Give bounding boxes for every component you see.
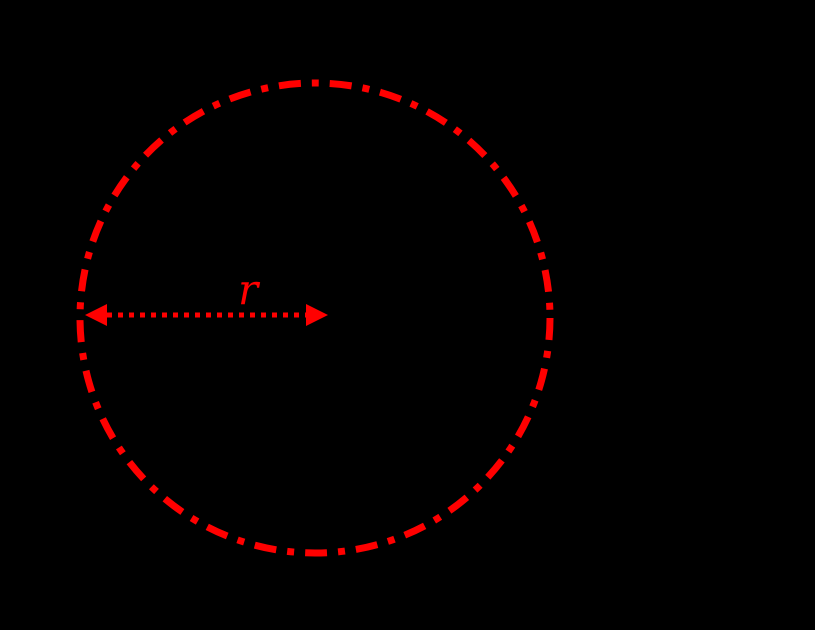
radius-label: r bbox=[238, 265, 261, 314]
arrowhead-right-icon bbox=[306, 304, 328, 326]
arrowhead-left-icon bbox=[85, 304, 107, 326]
dashed-circle bbox=[76, 79, 554, 557]
